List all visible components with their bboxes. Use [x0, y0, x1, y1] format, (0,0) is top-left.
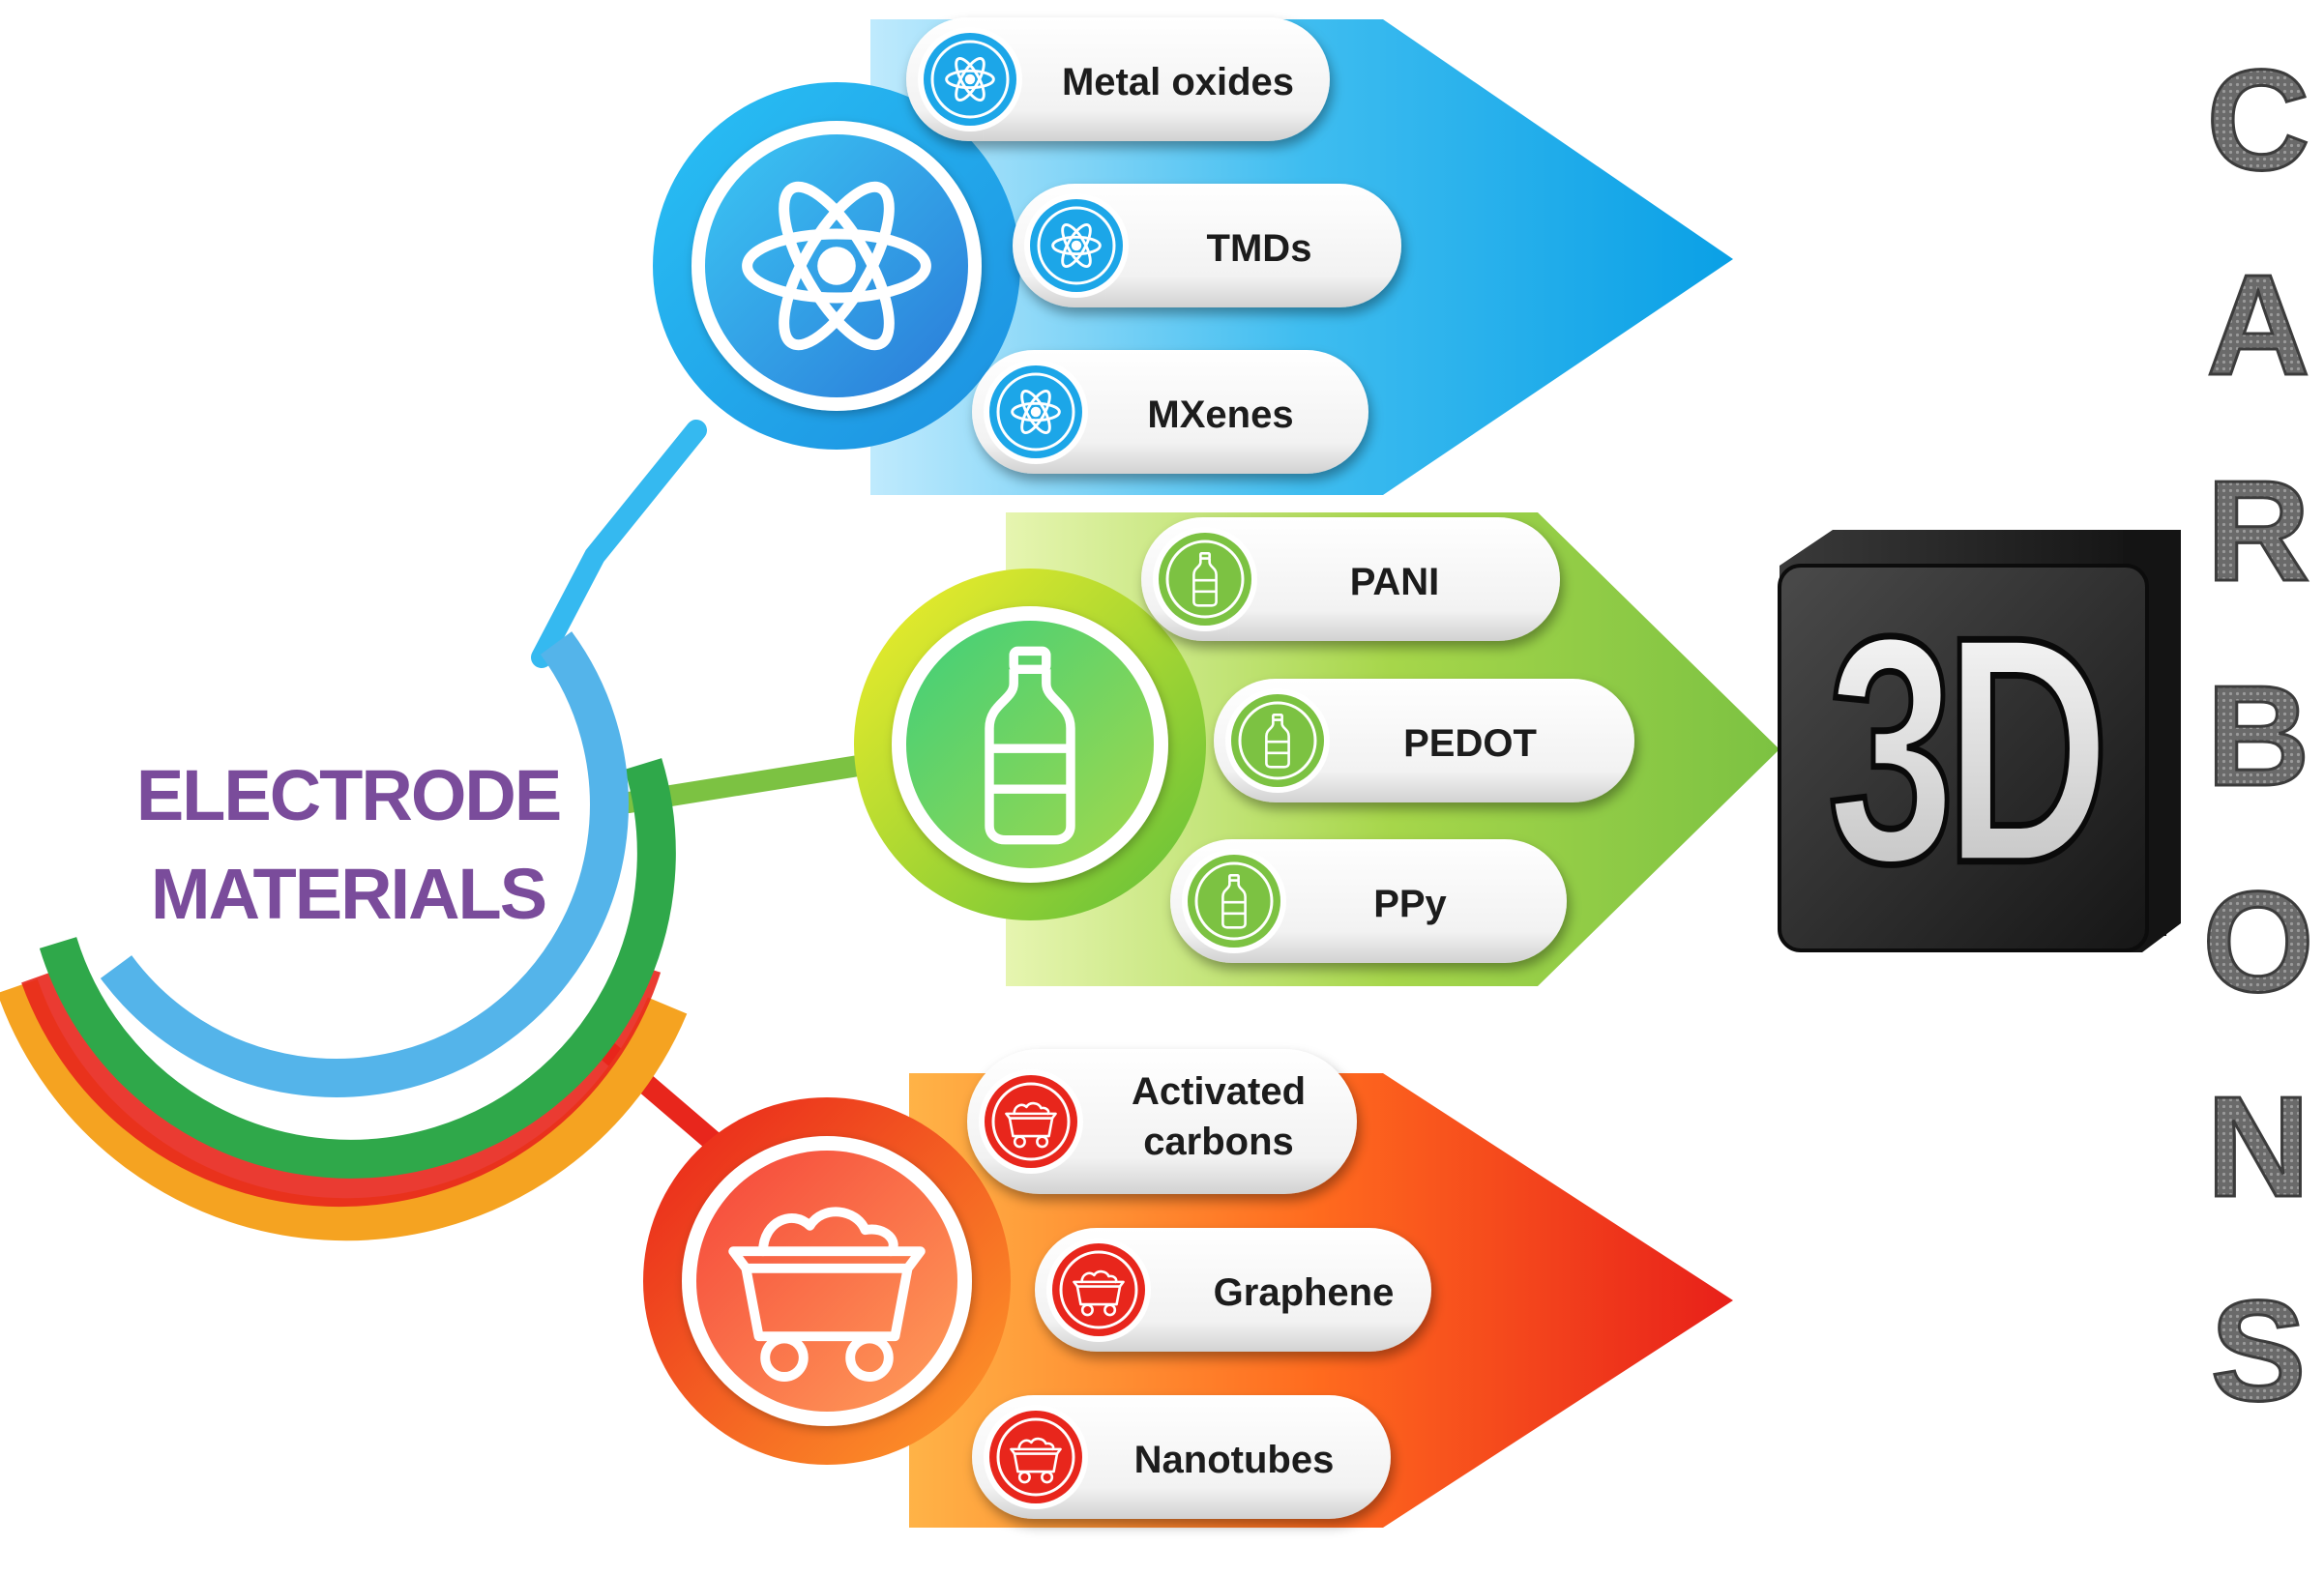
carbons-letter: S — [2211, 1271, 2307, 1431]
carbons-vertical-title: C A R B O N S — [2201, 40, 2315, 1433]
conducting-polymers-group: PANI PEDOT PPy — [854, 517, 1634, 963]
pill-label: Activated — [1132, 1070, 1306, 1113]
center-title: ELECTRODE MATERIALS — [136, 755, 562, 934]
carbons-letter: R — [2207, 452, 2310, 611]
pill-graphene[interactable]: Graphene — [1035, 1228, 1431, 1352]
pill-label-line2: carbons — [1143, 1121, 1294, 1163]
center-arcs — [0, 631, 688, 1241]
pill-activated-carbons[interactable]: Activated carbons — [967, 1049, 1357, 1194]
pill-label: PEDOT — [1403, 722, 1537, 765]
pill-metal-oxides[interactable]: Metal oxides — [906, 17, 1330, 141]
pill-label: Graphene — [1214, 1271, 1395, 1314]
pill-ppy[interactable]: PPy — [1170, 839, 1567, 963]
carbons-letter: N — [2207, 1067, 2310, 1227]
center-title-line1: ELECTRODE — [136, 755, 560, 835]
pill-pedot[interactable]: PEDOT — [1214, 679, 1634, 802]
pill-mxenes[interactable]: MXenes — [972, 350, 1368, 474]
3d-badge: 3D — [1778, 530, 2181, 952]
carbons-letter: B — [2207, 656, 2310, 816]
blue-connector — [531, 420, 707, 668]
pill-nanotubes[interactable]: Nanotubes — [972, 1395, 1391, 1519]
pill-label: PANI — [1350, 561, 1440, 603]
pill-pani[interactable]: PANI — [1141, 517, 1560, 641]
metal-oxides-group: Metal oxides TMDs MXenes — [653, 17, 1401, 474]
pill-tmds[interactable]: TMDs — [1013, 184, 1401, 307]
carbons-letter: O — [2202, 862, 2313, 1022]
pill-label: TMDs — [1207, 227, 1312, 270]
carbons-letter: A — [2207, 246, 2310, 405]
green-hub — [854, 569, 1206, 920]
pill-label: Nanotubes — [1134, 1439, 1335, 1481]
blue-hub — [653, 82, 1020, 450]
3d-badge-text: 3D — [1827, 570, 2102, 930]
pill-label: PPy — [1373, 883, 1447, 925]
carbons-group: Activated carbons Graphene Nanotubes — [643, 1049, 1431, 1519]
pill-label: MXenes — [1147, 394, 1293, 436]
red-hub — [643, 1097, 1011, 1465]
pill-label: Metal oxides — [1062, 61, 1294, 103]
carbons-letter: C — [2207, 41, 2310, 200]
center-title-line2: MATERIALS — [151, 854, 545, 934]
